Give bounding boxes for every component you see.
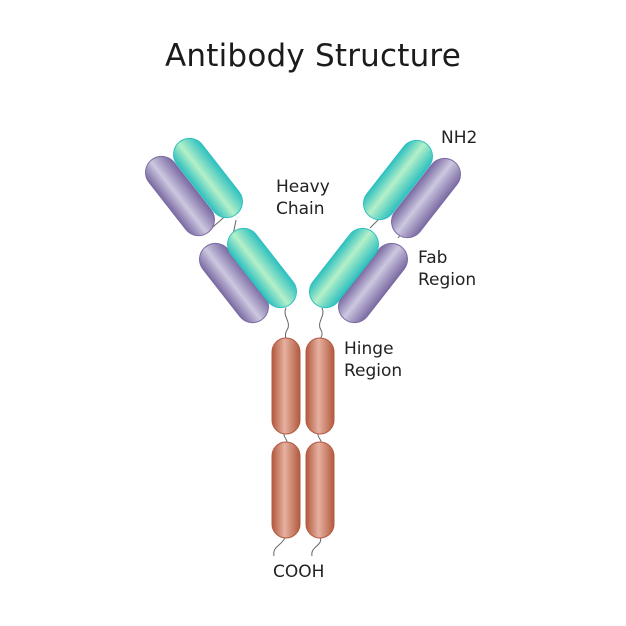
left-arm	[145, 137, 297, 324]
nh2-label-text: NH2	[441, 128, 478, 148]
right-cooh-tail	[311, 535, 322, 557]
hinge-region-label: Hinge Region	[344, 338, 402, 382]
fab-region-label: Fab Region	[418, 247, 476, 291]
right-light-chain-variable-domain	[391, 157, 461, 239]
heavy-chain-label-line1: Heavy	[276, 177, 330, 197]
fab-region-label-line1: Fab	[418, 248, 448, 268]
left-cooh-tail	[273, 535, 287, 557]
cooh-label-text: COOH	[273, 562, 325, 582]
right-fc-upper-domain	[305, 337, 335, 435]
nh2-label: NH2	[441, 127, 477, 149]
left-fc-upper-domain	[271, 337, 301, 435]
left-fc-lower-domain	[271, 441, 301, 539]
right-hinge-linker	[319, 307, 324, 341]
fab-region-label-line2: Region	[418, 270, 477, 290]
heavy-chain-label-line2: Chain	[276, 199, 325, 219]
left-heavy-chain-constant-domain	[227, 227, 297, 309]
right-fc-lower-domain	[305, 441, 335, 539]
right-heavy-chain-variable-domain	[363, 139, 433, 221]
right-heavy-chain-constant-domain	[309, 227, 379, 309]
left-hinge-linker	[284, 307, 289, 341]
fc-region	[271, 337, 335, 539]
cooh-label: COOH	[273, 561, 324, 583]
left-light-chain-variable-domain	[145, 155, 215, 237]
heavy-chain-label: Heavy Chain	[276, 176, 330, 220]
diagram-title: Antibody Structure	[165, 38, 461, 74]
right-arm	[309, 139, 461, 324]
hinge-region-label-line2: Region	[344, 361, 403, 381]
hinge-region-label-line1: Hinge	[344, 339, 394, 359]
left-heavy-chain-variable-domain	[173, 137, 243, 219]
